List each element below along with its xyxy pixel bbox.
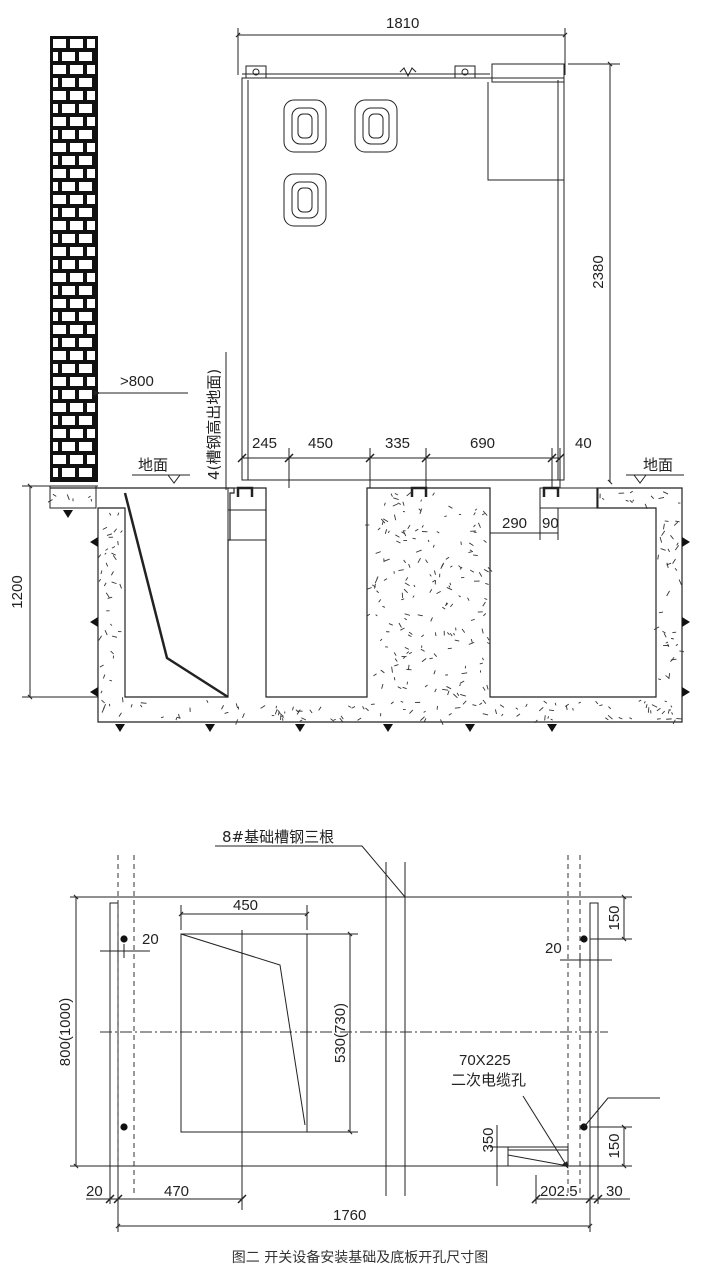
dim-text: 150	[606, 905, 623, 930]
cabinet-height-text: 2380	[590, 255, 607, 288]
dim-text: 150	[606, 1133, 623, 1158]
channel-height-note: 4(槽钢高出地面)	[205, 352, 227, 490]
channel-note-text: 4(槽钢高出地面)	[205, 369, 223, 480]
floor-level-right: 地面	[626, 456, 684, 484]
cabinet-width-dimension: 1810	[235, 15, 568, 75]
figure-caption: 图二 开关设备安装基础及底板开孔尺寸图	[232, 1249, 488, 1266]
right-hole-offset: 20	[545, 940, 612, 967]
floor-opening	[180, 933, 308, 1133]
cable-hole-size: 70X225	[459, 1052, 511, 1069]
channel-steel	[236, 486, 254, 497]
plan-view: 8#基础槽钢三根 450	[57, 828, 660, 1232]
dim-text: 40	[575, 435, 592, 452]
dim-text: 350	[480, 1127, 497, 1152]
cable-trench	[114, 487, 620, 699]
bushing	[354, 99, 398, 153]
dim-text: 335	[385, 435, 410, 452]
concrete-foundation	[47, 485, 685, 725]
opening-height-dimension: 530(730)	[307, 931, 358, 1135]
secondary-cable-hole: 70X225 二次电缆孔	[451, 1052, 569, 1169]
dim-text: 450	[308, 435, 333, 452]
mounting-hole	[120, 1123, 128, 1131]
cabinet-width-text: 1810	[386, 15, 419, 32]
dim-text: 245	[252, 435, 277, 452]
dim-text: 90	[542, 515, 559, 532]
plan-bottom-dimensions: 20 470 202.5 30 1760	[86, 1166, 630, 1232]
opening-height-text: 530(730)	[332, 1003, 349, 1063]
floor-label: 地面	[138, 456, 168, 474]
trench-dimension: 290 90	[490, 508, 559, 540]
switchgear-cabinet	[241, 63, 565, 481]
dim-text: 470	[164, 1183, 189, 1200]
mounting-hole	[580, 935, 588, 943]
dim-text: 20	[142, 931, 159, 948]
mounting-hole	[120, 935, 128, 943]
trench-depth-dimension: 1200	[9, 483, 98, 700]
total-width-text: 1760	[333, 1207, 366, 1224]
dim-text: 290	[502, 515, 527, 532]
channel-steel-note: 8#基础槽钢三根	[222, 828, 334, 846]
brick-wall	[50, 36, 98, 482]
cable-hole-label: 二次电缆孔	[451, 1071, 526, 1089]
bottom-chain-dimension: 245 450 335 690 40	[237, 435, 592, 488]
right-bottom-dimension: 150	[590, 1124, 632, 1169]
cabinet-height-dimension: 2380	[568, 61, 620, 485]
dim-text: 690	[470, 435, 495, 452]
left-hole-offset: 20	[100, 931, 159, 958]
plate-depth-text: 800(1000)	[57, 998, 74, 1066]
opening-width-dimension: 450	[178, 897, 310, 930]
channel-steel	[542, 486, 560, 497]
channel-steel	[410, 486, 428, 497]
cable-hole-height-dimension: 350	[480, 1125, 508, 1186]
elevation-view: >800 1810	[9, 15, 690, 732]
right-top-dimension: 150	[590, 894, 632, 942]
wall-clearance-dimension: >800	[93, 373, 188, 396]
trench-depth-text: 1200	[9, 575, 26, 608]
channel-note-leader	[215, 845, 406, 898]
hole-leader	[583, 1097, 660, 1128]
opening-width-text: 450	[233, 897, 258, 914]
dim-text: 202.5	[540, 1183, 578, 1200]
bushing	[283, 99, 327, 153]
bushing	[283, 173, 327, 227]
plate-depth-dimension: 800(1000)	[57, 894, 79, 1169]
floor-label: 地面	[643, 456, 673, 474]
wall-clearance-text: >800	[120, 373, 154, 390]
floor-level-left: 地面	[132, 456, 190, 484]
dim-text: 20	[545, 940, 562, 957]
dim-text: 30	[606, 1183, 623, 1200]
dim-text: 20	[86, 1183, 103, 1200]
